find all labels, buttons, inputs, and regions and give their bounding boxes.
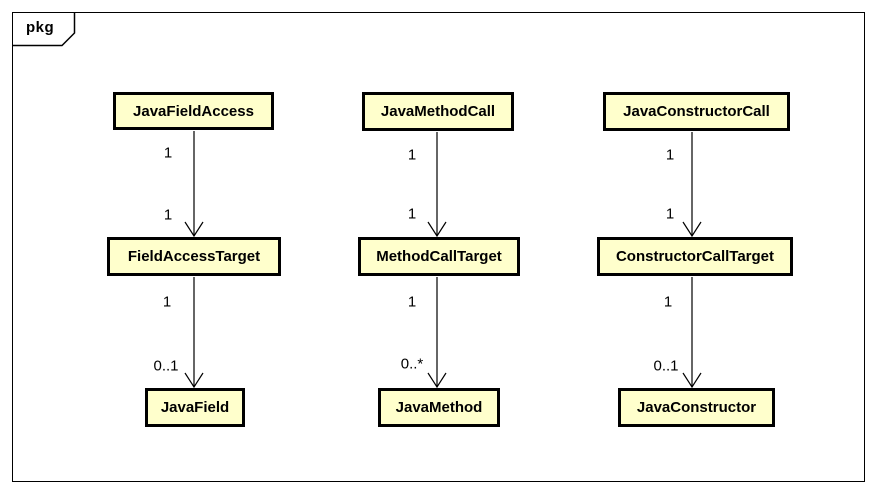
open-arrowhead-icon [682, 221, 702, 238]
open-arrowhead-icon [682, 372, 702, 389]
package-tab-outline [12, 12, 76, 47]
multiplicity-label-source: 1 [663, 293, 673, 311]
multiplicity-label-source: 1 [162, 293, 172, 311]
multiplicity-label-target: 0..1 [153, 357, 179, 375]
multiplicity-label-target: 0..* [400, 355, 424, 373]
multiplicity-label-target: 1 [665, 205, 675, 223]
class-node-javafieldaccess: JavaFieldAccess [113, 92, 274, 130]
class-node-javafield: JavaField [145, 388, 245, 427]
multiplicity-label-target: 1 [407, 205, 417, 223]
multiplicity-label-target: 1 [163, 206, 173, 224]
open-arrowhead-icon [427, 372, 447, 389]
open-arrowhead-icon [427, 221, 447, 238]
multiplicity-label-source: 1 [407, 146, 417, 164]
multiplicity-label-source: 1 [163, 144, 173, 162]
open-arrowhead-icon [184, 372, 204, 389]
class-node-javaconstructor: JavaConstructor [618, 388, 775, 427]
package-tab-label: pkg [26, 19, 55, 36]
class-node-constructorcalltarget: ConstructorCallTarget [597, 237, 793, 276]
class-node-javamethod: JavaMethod [378, 388, 500, 427]
class-node-fieldaccesstarget: FieldAccessTarget [107, 237, 281, 276]
class-node-javaconstructorcall: JavaConstructorCall [603, 92, 790, 131]
multiplicity-label-target: 0..1 [653, 357, 679, 375]
multiplicity-label-source: 1 [665, 146, 675, 164]
class-node-methodcalltarget: MethodCallTarget [358, 237, 520, 276]
class-node-javamethodcall: JavaMethodCall [362, 92, 514, 131]
open-arrowhead-icon [184, 221, 204, 238]
multiplicity-label-source: 1 [407, 293, 417, 311]
